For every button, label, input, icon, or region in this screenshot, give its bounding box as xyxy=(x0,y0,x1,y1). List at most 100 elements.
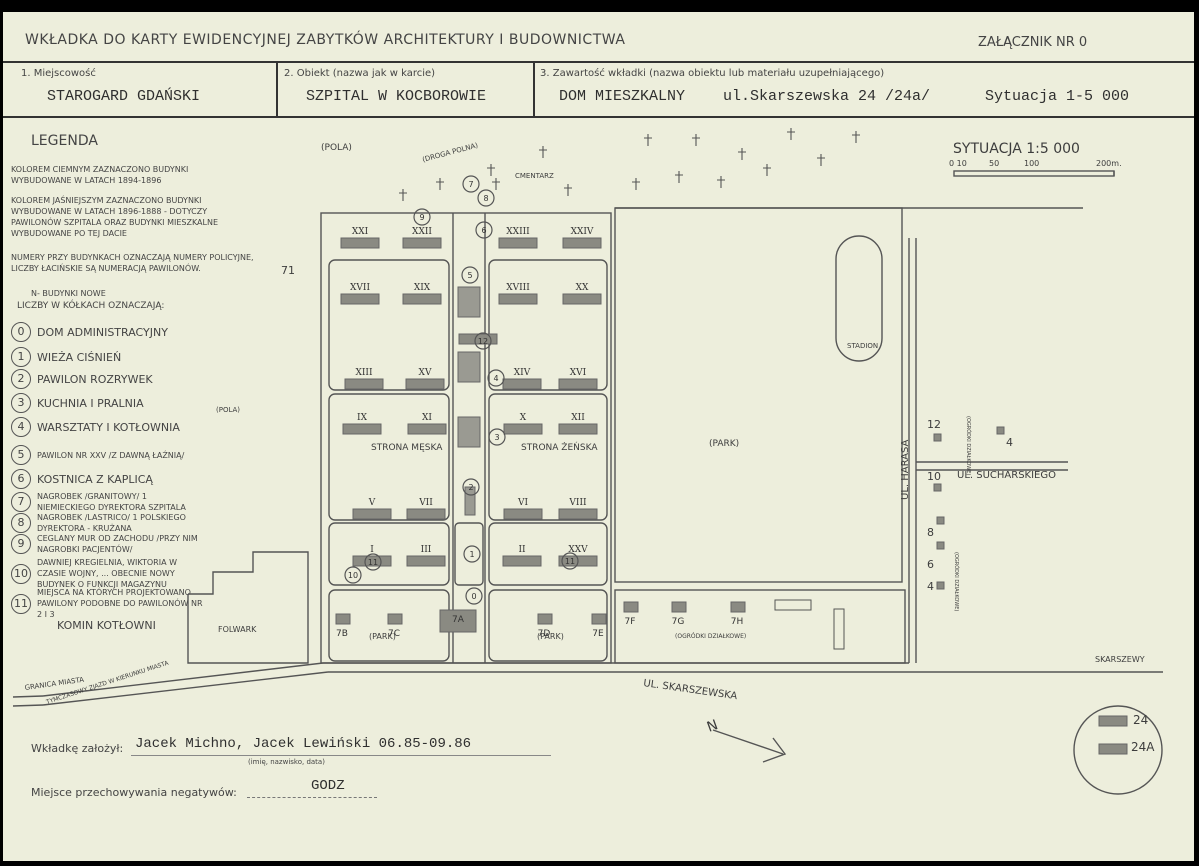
scale-tick: 200m. xyxy=(1096,159,1122,168)
new-building xyxy=(774,599,812,611)
pavilion-building xyxy=(352,555,392,567)
pavilion-building xyxy=(340,293,380,305)
map-label-folwark: FOLWARK xyxy=(218,625,257,634)
legend-item-text: CEGLANY MUR OD ZACHODU /PRZY NIM NAGROBK… xyxy=(37,534,198,554)
pavilion-building xyxy=(562,237,602,249)
legend-item-text: PAWILON NR XXV /Z DAWNĄ ŁAŹNIĄ/ xyxy=(37,450,185,460)
pavilion-label: XII xyxy=(571,413,585,423)
central-building xyxy=(464,486,476,516)
legend-number-circle: 11 xyxy=(11,593,31,614)
plot-label: 7F xyxy=(625,617,636,627)
map-label-n6: 6 xyxy=(927,558,934,571)
legend-number-circle: 0 xyxy=(11,322,31,342)
plot-building xyxy=(730,601,746,613)
author-label: Wkładkę założył: xyxy=(31,742,124,755)
legend-item-0: 0 DOM ADMINISTRACYJNY xyxy=(11,322,168,342)
house xyxy=(933,433,942,442)
cemetery-cross xyxy=(539,146,547,158)
map-number-label: 9 xyxy=(419,213,424,222)
pavilion-building xyxy=(458,333,498,345)
map-number-circle xyxy=(461,266,479,284)
map-number-circle xyxy=(344,566,362,584)
legend-item-3: 3 KUCHNIA I PRALNIA xyxy=(11,393,144,413)
legend-number-circle: 10 xyxy=(11,563,31,584)
map-number-label: 11 xyxy=(565,557,575,566)
field-3-value-c: Sytuacja 1-5 000 xyxy=(985,88,1130,105)
map-label-pola_mid: (POLA) xyxy=(216,406,240,414)
plot-building xyxy=(335,613,351,625)
map-label-n4b: 4 xyxy=(1006,436,1013,449)
field-1-label: 1. Miejscowość xyxy=(21,68,96,79)
house xyxy=(933,483,942,492)
park-zone xyxy=(614,207,903,583)
cemetery-cross xyxy=(738,148,746,160)
legend-item-text: PAWILON ROZRYWEK xyxy=(37,372,153,386)
legend-paragraph-4: N- BUDYNKI NOWE xyxy=(31,289,106,298)
pavilion-building xyxy=(558,423,598,435)
pavilion-label: X xyxy=(520,413,527,423)
plot-label: 7H xyxy=(731,617,744,627)
map-label-n4: 4 xyxy=(927,580,934,593)
cemetery-cross xyxy=(852,131,860,143)
author-hint: (imię, nazwisko, data) xyxy=(248,758,325,766)
map-number-circle xyxy=(488,428,506,446)
map-label-n71: 71 xyxy=(281,264,295,277)
map-number-label: 11 xyxy=(368,558,378,567)
legend-paragraph-5: LICZBY W KÓŁKACH OZNACZAJĄ: xyxy=(17,301,165,311)
field-2-value: SZPITAL W KOCBOROWIE xyxy=(306,88,487,105)
cemetery-cross xyxy=(692,134,700,146)
map-label-north: N xyxy=(705,717,720,736)
map-label-park_b: (PARK) xyxy=(537,632,564,641)
pavilion-building xyxy=(406,508,446,520)
pavilion-label: VI xyxy=(517,498,528,508)
plot-building xyxy=(387,613,403,625)
negatives-label: Miejsce przechowywania negatywów: xyxy=(31,786,237,799)
header-rule-bottom xyxy=(3,116,1194,118)
map-number-label: 10 xyxy=(348,571,358,580)
cemetery-cross xyxy=(717,176,725,188)
map-number-circle xyxy=(465,587,483,605)
pavilion-label: XV xyxy=(419,368,432,378)
map-label-ul_skarszewska: UL. SKARSZEWSKA xyxy=(643,678,739,702)
map-label-ogrodki_dzialkowe: (OGRÓDKI DZIAŁKOWE) xyxy=(675,633,746,640)
plot-building xyxy=(623,601,639,613)
plot-building xyxy=(439,609,477,633)
pavilion-building xyxy=(405,378,445,390)
central-building xyxy=(457,351,481,383)
map-number-label: 12 xyxy=(478,337,488,346)
field-1-value: STAROGARD GDAŃSKI xyxy=(47,88,201,105)
legend-number-circle: 4 xyxy=(11,417,31,437)
legend-item-text: KUCHNIA I PRALNIA xyxy=(37,396,144,410)
detail-circle xyxy=(1073,705,1163,795)
pavilion-building xyxy=(340,237,380,249)
legend-item-text: KOSTNICA Z KAPLICĄ xyxy=(37,472,153,486)
pavilion-label: XXIV xyxy=(571,227,594,237)
pavilion-building xyxy=(406,555,446,567)
map-number-label: 0 xyxy=(471,592,476,601)
map-number-circle xyxy=(463,545,481,563)
legend-number-circle: 1 xyxy=(11,347,31,367)
legend-number-circle: 5 xyxy=(11,445,31,465)
map-label-n24: 24 xyxy=(1133,713,1148,727)
legend-item-text: MIEJSCA NA KTÓRYCH PROJEKTOWANO PAWILONY… xyxy=(37,588,203,619)
cemetery-cross xyxy=(632,178,640,190)
cemetery-cross xyxy=(564,184,572,196)
legend-item-5: 5 PAWILON NR XXV /Z DAWNĄ ŁAŹNIĄ/ xyxy=(11,445,184,465)
map-number-label: 3 xyxy=(494,433,499,442)
legend-number-circle: 3 xyxy=(11,393,31,413)
legend-item-text: NAGROBEK /GRANITOWY/ 1 NIEMIECKIEGO DYRE… xyxy=(37,492,186,512)
cemetery-cross xyxy=(492,178,500,190)
legend-paragraph-2: KOLOREM JAŚNIEJSZYM ZAZNACZONO BUDYNKI W… xyxy=(11,196,219,238)
map-number-label: 7 xyxy=(468,180,473,189)
plot-building xyxy=(591,613,607,625)
legend-number-circle: 6 xyxy=(11,469,31,489)
map-number-circle xyxy=(561,552,579,570)
pavilion-label: XIX xyxy=(414,283,431,293)
legend-number-circle: 2 xyxy=(11,369,31,389)
map-number-label: 6 xyxy=(481,226,486,235)
header-divider-1 xyxy=(276,61,278,117)
legend-item-text: DOM ADMINISTRACYJNY xyxy=(37,325,168,339)
map-label-ogrodki_right1: (OGRÓDKI DZIAŁKOWE) xyxy=(965,416,972,475)
